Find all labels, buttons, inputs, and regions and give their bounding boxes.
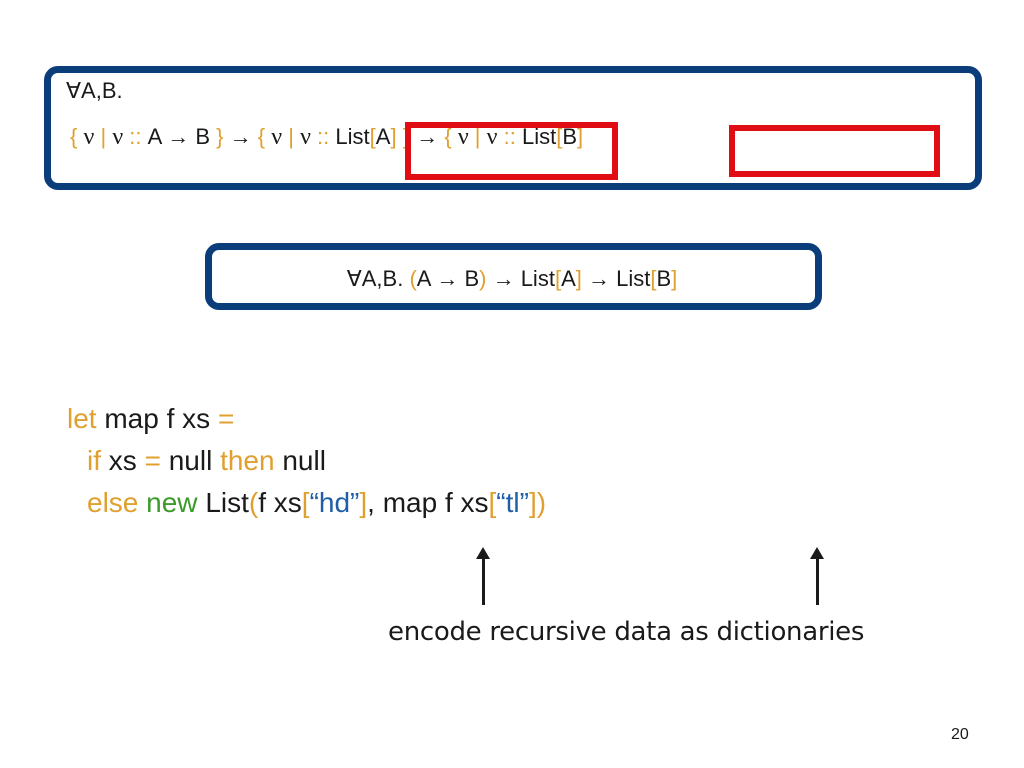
refined-type-box: [44, 66, 982, 190]
page-number: 20: [951, 726, 969, 743]
refined-type-signature: { ν | ν :: A → B } → { ν | ν :: List[A] …: [70, 124, 584, 150]
forall-quantifier: ∀A,B.: [66, 78, 123, 103]
highlight-list-a: [405, 122, 618, 180]
caption: encode recursive data as dictionaries: [388, 617, 865, 647]
up-arrow-icon: [810, 547, 824, 605]
plain-type-box: [205, 243, 822, 310]
plain-type-signature: ∀A,B. (A → B) → List[A] → List[B]: [346, 266, 678, 291]
highlight-list-b: [729, 125, 940, 177]
up-arrow-icon: [476, 547, 490, 605]
code-line-if: if xs = null then null: [87, 445, 326, 476]
code-line-else: else new List(f xs[“hd”], map f xs[“tl”]…: [87, 487, 547, 518]
code-line-let: let map f xs =: [67, 403, 235, 434]
